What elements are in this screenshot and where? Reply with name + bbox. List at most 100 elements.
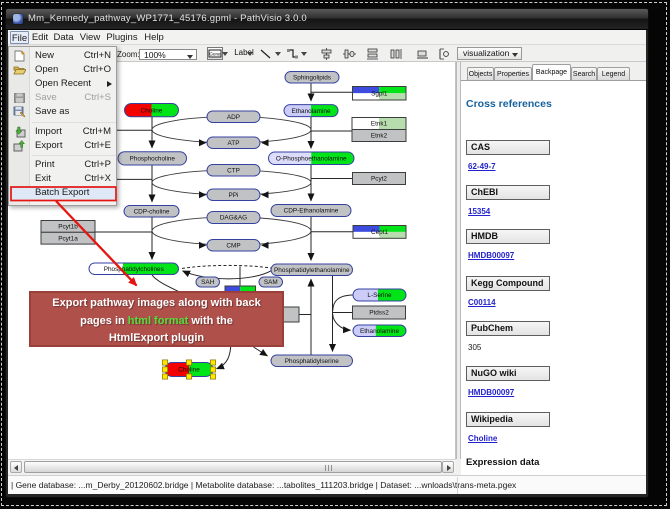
tab-search[interactable]: Search [571,67,597,80]
node-pcyt1b[interactable]: Pcyt1b [40,220,96,233]
menu-item-open-recent[interactable]: Open Recent [10,77,117,91]
xref-link[interactable]: C00114 [468,297,496,307]
node-cdp-ethanolamine[interactable]: CDP-Ethanolamine [270,204,352,217]
menubar-item-help[interactable]: Help [144,32,164,43]
align-center-icon[interactable] [320,48,333,60]
node-ethanolamine-bottom[interactable]: Ethanolamine [352,324,407,337]
title-bar[interactable]: Mm_Kennedy_pathway_WP1771_45176.gpml - P… [6,9,648,30]
node-choline-top[interactable]: Choline [124,103,179,118]
node-pcyt2[interactable]: Pcyt2 [352,172,406,185]
tab-properties[interactable]: Properties [494,67,532,80]
stack-vertical-icon[interactable] [366,48,379,60]
xref-link[interactable]: HMDB00097 [468,250,515,260]
node-cdp-choline[interactable]: CDP-choline [123,205,180,218]
menubar-item-edit[interactable]: Edit [31,32,49,43]
tab-backpage[interactable]: Backpage [532,64,571,80]
node-label: Pcyt2 [371,176,387,183]
menu-item-batch-export[interactable]: Batch Export [10,186,117,200]
node-dag-ag[interactable]: DAG&AG [206,211,261,224]
node-adp[interactable]: ADP [206,110,261,123]
selection-handle[interactable] [186,359,192,366]
selection-handle[interactable] [210,359,216,366]
selection-handle[interactable] [162,373,168,380]
selection-handle[interactable] [210,366,216,373]
node-ethanolamine-top[interactable]: Ethanolamine [283,104,339,118]
menu-separator [32,121,116,123]
arrow-left-icon [14,465,18,471]
svg-text:Gene: Gene [209,52,221,57]
node-ptdss2[interactable]: Ptdss2 [352,305,406,320]
zoom-combobox[interactable]: 100% [139,48,197,60]
chevron-down-icon[interactable] [275,52,281,56]
xref-link[interactable]: 62-49-7 [468,161,496,171]
node-label: O-Phosphoethanolamine [276,155,347,162]
selection-handle[interactable] [210,373,216,380]
node-sphingolipids[interactable]: Sphingolipids [284,71,340,84]
node-pcyt1a[interactable]: Pcyt1a [40,231,96,245]
submenu-arrow-icon [107,81,112,87]
node-cept1[interactable]: Cept1 [352,225,407,239]
chevron-down-icon [512,53,518,57]
xref-link[interactable]: HMDB00097 [468,387,515,397]
visualization-combobox[interactable]: visualization [457,47,522,60]
node-ppi[interactable]: PPi [206,188,261,201]
node-sam[interactable]: SAM [258,276,283,288]
horizontal-scrollbar[interactable] [8,459,456,473]
scroll-left-button[interactable] [10,461,22,473]
gene-datanode-button[interactable]: Gene [207,47,223,60]
node-cmp[interactable]: CMP [206,239,261,252]
node-etnk1[interactable]: Etnk1 [351,117,407,130]
label-tool-button[interactable]: Label [234,48,254,57]
tab-objects[interactable]: Objects [467,67,494,80]
menubar-item-view[interactable]: View [79,32,101,43]
callout-line: pages in html format with the [80,314,233,327]
chevron-down-icon[interactable] [222,52,228,56]
menu-item-save-as[interactable]: Save as [10,105,117,119]
tab-legend[interactable]: Legend [597,67,630,80]
page-setup-icon[interactable] [438,48,451,60]
xref-link[interactable]: Choline [468,433,498,443]
elbow-connector-icon[interactable] [286,48,299,60]
node-l-serine[interactable]: L-Serine [352,288,407,302]
xref-link[interactable]: 15354 [468,206,491,216]
menubar-item-plugins[interactable]: Plugins [106,32,138,43]
node-etnk2[interactable]: Etnk2 [351,129,407,142]
chevron-down-icon[interactable] [247,52,253,56]
node-phosphatidylcholines[interactable]: Phosphatidylcholines [88,262,179,275]
menu-item-label: Open Recent [35,78,91,89]
panel-splitter[interactable] [456,62,461,459]
node-sah[interactable]: SAH [195,276,220,288]
scroll-right-button[interactable] [442,461,454,473]
node-ctp[interactable]: CTP [206,164,261,177]
selection-handle[interactable] [186,373,192,380]
node-o-phosphoethanolamine[interactable]: O-Phosphoethanolamine [268,151,355,165]
node-phosphatidylserine[interactable]: Phosphatidylserine [270,354,353,367]
menubar-item-data[interactable]: Data [53,32,74,43]
selection-handle[interactable] [162,359,168,366]
scrollbar-thumb[interactable] [24,461,442,473]
node-atp[interactable]: ATP [206,136,261,149]
align-middle-icon[interactable] [343,48,356,60]
stack-horizontal-icon[interactable] [390,48,403,60]
selection-handle[interactable] [162,366,168,373]
line-tool-icon[interactable] [259,48,272,60]
node-label: Choline [141,107,163,114]
chevron-down-icon[interactable] [301,52,307,56]
node-pisd[interactable] [282,306,300,323]
menubar-item-file[interactable]: File [10,31,29,44]
scrollbar-grip [325,465,333,471]
node-phosphatidylethanolamine[interactable]: Phosphatidylethanolamine [270,263,353,276]
node-label: Phosphatidylcholines [104,266,164,273]
node-choline-bottom[interactable]: Choline [162,359,216,380]
node-sgpl1[interactable]: Sgpl1 [352,86,407,101]
pathway-edge [181,264,272,269]
node-phosphocholine[interactable]: Phosphocholine [117,151,187,166]
common-size-icon[interactable] [416,48,429,60]
